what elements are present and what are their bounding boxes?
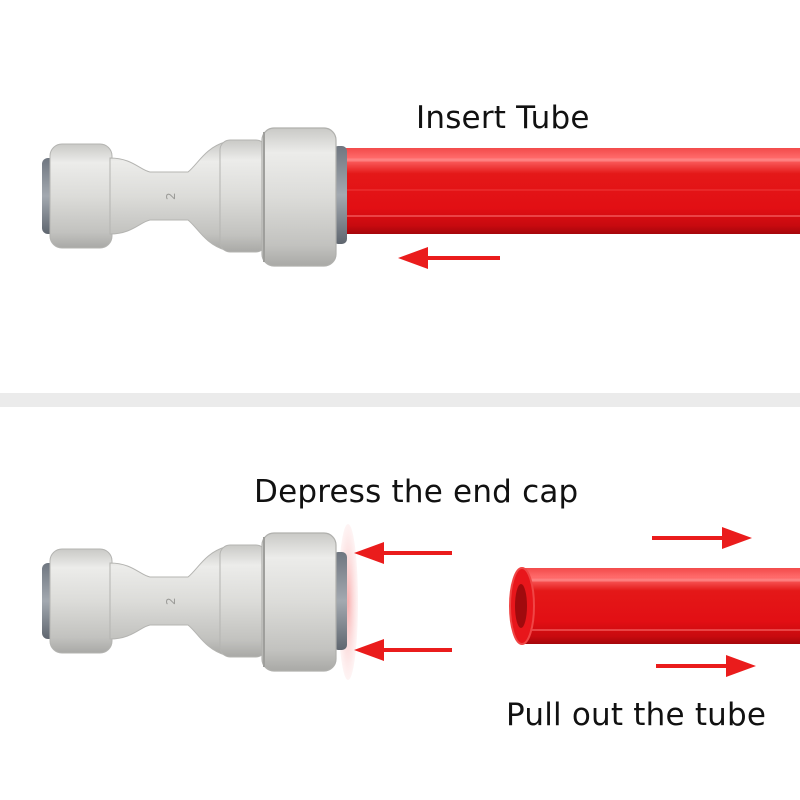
removed-tube: [509, 567, 800, 645]
depress-arrow-lower: [354, 639, 452, 661]
fitting-marking: 2: [164, 192, 178, 200]
red-tube: [326, 148, 800, 234]
depress-arrow-upper: [354, 542, 452, 564]
fitting-marking-bottom: 2: [164, 597, 178, 605]
pull-arrow-upper: [652, 527, 752, 549]
push-fit-fitting: [41, 127, 337, 267]
push-fit-fitting-bottom: [41, 532, 337, 672]
panel-divider: [0, 393, 800, 407]
insert-arrow: [398, 247, 500, 269]
insert-tube-caption: Insert Tube: [416, 100, 590, 136]
depress-cap-caption: Depress the end cap: [254, 474, 579, 510]
pull-arrow-lower: [656, 655, 756, 677]
pull-tube-caption: Pull out the tube: [506, 697, 767, 733]
